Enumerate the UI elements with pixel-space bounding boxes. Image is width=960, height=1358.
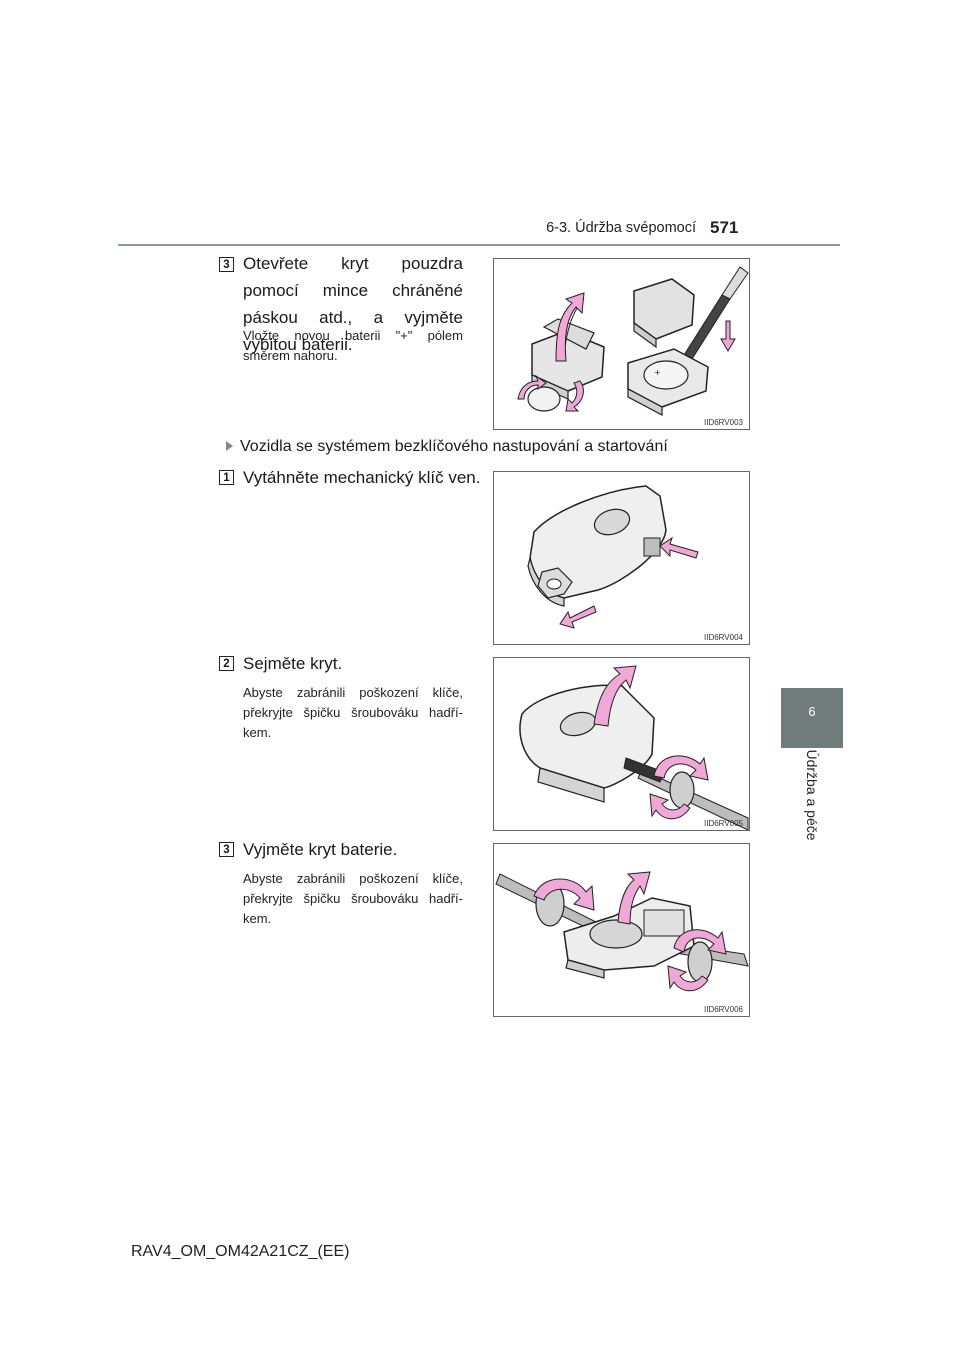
figure-illustration [519, 665, 749, 830]
svg-text:+: + [654, 368, 661, 377]
triangle-bullet-icon [226, 440, 233, 451]
figure-remove-battery-cover: IID6RV006 [493, 843, 750, 1017]
chapter-tab [781, 688, 843, 748]
figure-remove-cover: IID6RV005 [493, 657, 750, 831]
figure-battery-replacement: + IID6RV003 [493, 258, 750, 430]
header-rule [118, 244, 840, 246]
step-title: Sejměte kryt. [243, 654, 343, 673]
section-heading-text: Vozidla se systémem bezklíčového nastupo… [240, 438, 668, 455]
figure-code: IID6RV006 [704, 1005, 743, 1014]
step-title: Vyjměte kryt baterie. [243, 840, 398, 859]
figure-illustration: + [517, 266, 749, 416]
figure-pull-mechanical-key: IID6RV004 [493, 471, 750, 645]
step-badge: 2 [219, 656, 234, 671]
step-note: Abyste zabránili poškození klíče, překry… [243, 685, 463, 740]
step-note: Vložte novou baterii "+" pólem směrem na… [243, 328, 463, 363]
step-note: Abyste zabránili poškození klíče, překry… [243, 871, 463, 926]
section-heading: Vozidla se systémem bezklíčového nastupo… [226, 438, 668, 456]
step-badge: 3 [219, 257, 234, 272]
chapter-tab-number: 6 [808, 704, 816, 719]
page-number: 571 [710, 218, 739, 237]
step-title: Otevřete kryt pouzdra pomocí mince chrán… [243, 254, 463, 354]
document-code: RAV4_OM_OM42A21CZ_(EE) [131, 1243, 350, 1260]
header-section-title: 6-3. Údržba svépomocí [546, 220, 696, 236]
figure-illustration [495, 871, 749, 992]
figure-code: IID6RV003 [704, 418, 743, 427]
step-badge: 3 [219, 842, 234, 857]
chapter-tab-label: Údržba a péče [804, 749, 820, 841]
step-badge: 1 [219, 470, 234, 485]
figure-code: IID6RV004 [704, 633, 743, 642]
step-title: Vytáhněte mechanický klíč ven. [243, 468, 481, 487]
figure-code: IID6RV005 [704, 819, 743, 828]
figure-illustration [527, 485, 699, 629]
